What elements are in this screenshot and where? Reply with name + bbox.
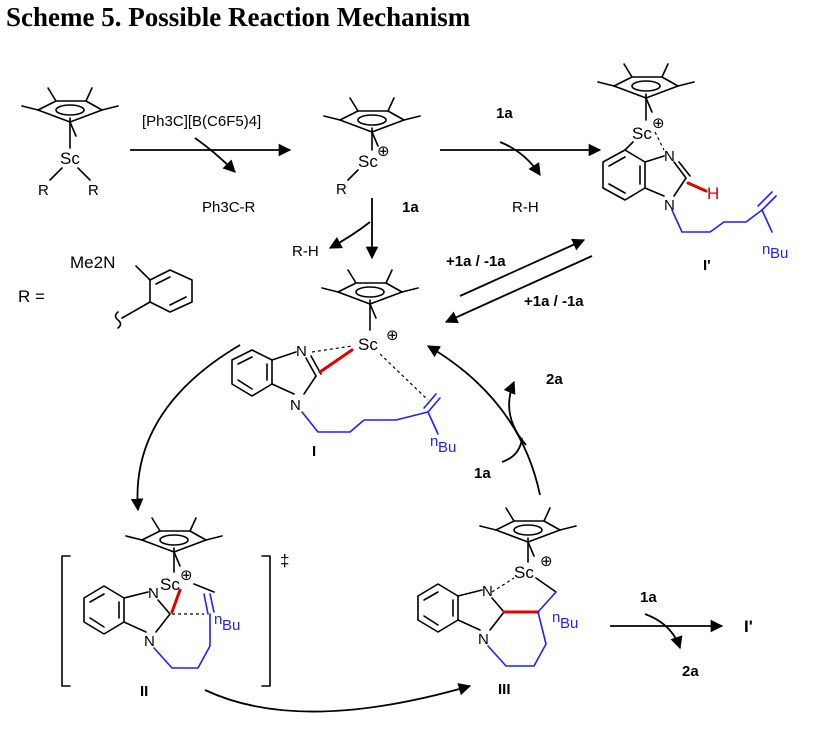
- n-prefix: n: [762, 241, 770, 258]
- transition-state-mark: ‡: [280, 551, 289, 570]
- metal-label: Sc: [358, 335, 378, 354]
- equilibrium-bottom-label: +1a / -1a: [524, 293, 584, 310]
- n-atom: N: [664, 197, 675, 214]
- n-prefix: n: [552, 609, 560, 626]
- metal-label: Sc: [60, 149, 80, 168]
- compound-III-label: III: [498, 681, 511, 698]
- n-atom: N: [296, 343, 307, 360]
- charge-icon: ⊕: [540, 553, 553, 570]
- compound-III: Sc ⊕ N N n Bu III: [417, 507, 578, 698]
- charge-icon: ⊕: [652, 115, 665, 132]
- final-in-label: 1a: [640, 589, 657, 606]
- metal-label: Sc: [358, 152, 378, 171]
- incoming-label: 1a: [474, 465, 491, 482]
- equilibrium-top-label: +1a / -1a: [446, 253, 506, 270]
- r-group-right: R: [88, 182, 99, 199]
- butyl-label: Bu: [770, 245, 788, 262]
- metal-label: Sc: [632, 124, 652, 143]
- cycle-arrow-III-to-I: [426, 345, 541, 496]
- compound-II-label: II: [140, 683, 148, 700]
- n-atom: N: [290, 397, 301, 414]
- substrate-2-label: 1a: [402, 199, 419, 216]
- metal-label: Sc: [160, 575, 180, 594]
- r-group-definition: R = Me2N: [18, 253, 193, 329]
- r-group: R: [336, 181, 347, 198]
- me2n-label: Me2N: [70, 253, 115, 272]
- compound-I-label: I: [312, 443, 316, 460]
- butyl-label: Bu: [438, 439, 456, 456]
- compound-I: Sc ⊕ N N n Bu I: [231, 269, 456, 460]
- cycle-arrow-II-to-III: [204, 683, 472, 713]
- byproduct-curved-arrow: [194, 137, 236, 173]
- n-atom: N: [148, 585, 159, 602]
- r-group-left: R: [38, 182, 49, 199]
- charge-icon: ⊕: [386, 327, 399, 344]
- scheme-title: Scheme 5. Possible Reaction Mechanism: [6, 2, 471, 32]
- cycle-arrow-I-to-II: [130, 344, 241, 512]
- charge-icon: ⊕: [377, 143, 390, 160]
- equilibrium-arrow-forward: [459, 238, 586, 297]
- substrate-1-label: 1a: [496, 105, 513, 122]
- byproduct-2-label: R-H: [292, 243, 319, 260]
- release-label: 2a: [546, 371, 563, 388]
- byproduct-1-label: R-H: [512, 199, 539, 216]
- h-atom: H: [707, 184, 719, 203]
- equilibrium-arrow-reverse: [444, 255, 593, 324]
- n-prefix: n: [214, 611, 222, 628]
- butyl-label: Bu: [222, 617, 240, 634]
- metal-label: Sc: [514, 563, 534, 582]
- r-prefix: R =: [18, 287, 45, 306]
- compound-II: Sc ⊕ ‡ N N n Bu II: [61, 517, 289, 700]
- charge-icon: ⊕: [180, 567, 193, 584]
- compound-I-prime-label: I': [703, 257, 711, 274]
- n-atom: N: [144, 633, 155, 650]
- final-product-label: I': [744, 617, 753, 636]
- n-atom: N: [478, 631, 489, 648]
- activator-byproduct: Ph3C-R: [202, 199, 256, 216]
- activator-label: [Ph3C][B(C6F5)4]: [142, 113, 261, 130]
- n-atom: N: [482, 583, 493, 600]
- n-prefix: n: [430, 433, 438, 450]
- cationic-sc-alkyl: Sc ⊕ R: [323, 97, 421, 198]
- final-out-label: 2a: [682, 663, 699, 680]
- n-atom: N: [664, 148, 675, 165]
- cp-star-sc-r2: Sc R R: [21, 87, 119, 199]
- compound-I-prime: Sc ⊕ N N H n Bu I': [597, 63, 788, 274]
- butyl-label: Bu: [560, 615, 578, 632]
